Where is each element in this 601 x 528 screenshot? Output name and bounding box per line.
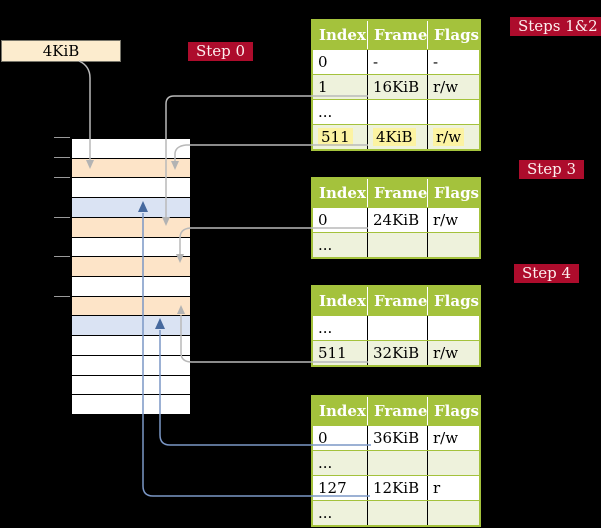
table-cell: 24KiB [368,208,428,232]
memory-row-8-white [72,277,190,297]
address-tick [54,256,70,257]
address-tick [54,157,70,158]
badge-step-3: Step 3 [519,160,585,179]
table-cell: 32KiB [368,341,428,365]
address-tick [54,296,70,297]
column-header-flags: Flags [434,26,479,44]
table-cell: 4KiB [368,125,428,149]
column-header-index: Index [313,397,368,425]
table-cell: r/w [433,429,459,447]
address-tick [54,177,70,178]
memory-stack [71,138,191,415]
table-cell: 0 [313,208,368,232]
table-row: ... [313,450,479,475]
highlighted-value: 511 [318,128,353,146]
column-header-index: Index [313,287,368,315]
column-header-frame: Frame [368,21,428,49]
column-header-index: Index [313,21,368,49]
table-cell: r [433,479,441,497]
table-cell [368,501,428,525]
table-cell: 127 [313,476,368,500]
memory-row-2-wheat [72,158,190,179]
table-cell: ... [313,233,368,257]
column-header-flags: Flags [434,402,479,420]
column-header-index: Index [313,179,368,207]
table-cell: - [433,53,439,71]
table-cell: 0 [313,426,368,450]
badge-step-0: Step 0 [188,42,254,61]
memory-row-11-white [72,336,190,356]
memory-row-1-white [72,139,190,159]
frame-size-label: 4KiB [42,42,80,60]
table-cell: 511 [313,341,368,365]
table-cell [428,233,479,257]
table-cell: 16KiB [368,75,428,99]
table-cell: 511 [313,125,368,149]
highlighted-value: 4KiB [373,128,416,146]
column-header-frame: Frame [368,287,428,315]
memory-row-9-wheat [72,296,190,317]
memory-row-4-blue [72,198,190,218]
badge-step-4: Step 4 [514,264,580,283]
table-row: 511 4KiB r/w [313,124,479,149]
table-cell: ... [313,316,368,340]
table-cell [428,100,479,124]
table-cell: 36KiB [368,426,428,450]
address-tick [54,217,70,218]
table-row: 0-- [313,49,479,74]
memory-row-12-white [72,355,190,376]
table-cell: r/w [433,344,459,362]
table-cell: 0 [313,50,368,74]
table-cell: ... [313,100,368,124]
column-header-flags: Flags [434,184,479,202]
table-row: ... [313,232,479,257]
column-header-flags: Flags [434,292,479,310]
memory-row-6-white [72,237,190,258]
table-row: ... [313,99,479,124]
memory-row-7-wheat [72,257,190,278]
badge-steps-1-2: Steps 1&2 [510,17,601,36]
memory-row-5-wheat [72,217,190,238]
table-cell [368,316,428,340]
table-cell: ... [313,451,368,475]
highlighted-value: r/w [433,128,465,146]
memory-row-13-white [72,375,190,396]
table-cell: 1 [313,75,368,99]
column-header-frame: Frame [368,397,428,425]
memory-row-10-blue [72,316,190,337]
table-row: ... [313,500,479,525]
table-cell: ... [313,501,368,525]
table-cell: - [368,50,428,74]
table-cell [368,451,428,475]
memory-row-14-white [72,395,190,415]
column-header-frame: Frame [368,179,428,207]
table-cell: 12KiB [368,476,428,500]
table-cell [428,316,479,340]
table-row: ... [313,315,479,340]
table-cell [368,100,428,124]
table-cell [428,501,479,525]
table-cell [368,233,428,257]
table-cell: r/w [433,78,459,96]
memory-row-3-white [72,178,190,199]
table-cell: r/w [433,211,459,229]
table-cell: r/w [428,125,479,149]
frame-size-box: 4KiB [1,40,121,62]
table-cell [428,451,479,475]
address-tick [54,137,70,138]
